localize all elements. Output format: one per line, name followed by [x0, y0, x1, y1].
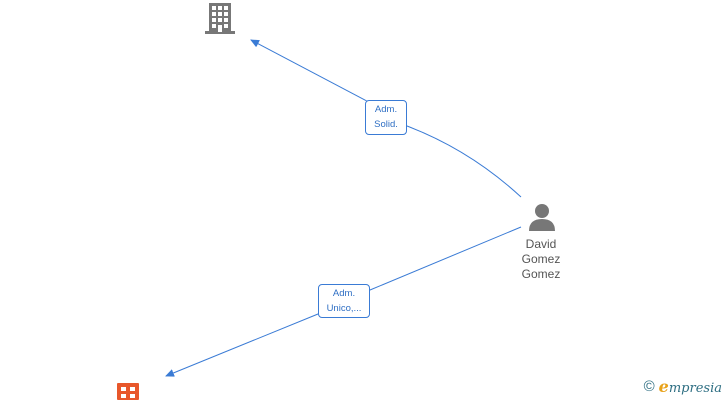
person-name-line: David	[525, 237, 557, 251]
edge-label-adm-unico[interactable]: Adm. Unico,...	[318, 284, 370, 318]
edge-label-line: Unico,...	[326, 303, 362, 314]
person-name-line: Gomez	[521, 267, 561, 281]
edge-label-line: Solid.	[374, 119, 398, 130]
edge-person-to-company-top	[250, 39, 522, 198]
person-name-line: Gomez	[521, 252, 561, 266]
watermark-brand-initial: e	[658, 377, 669, 396]
building-icon-highlighted[interactable]	[117, 383, 139, 400]
empresia-watermark: © empresia	[644, 377, 722, 396]
person-icon[interactable]	[529, 204, 555, 231]
watermark-brand-rest: mpresia	[668, 381, 722, 396]
building-icon[interactable]	[205, 3, 235, 34]
copyright-icon: ©	[643, 378, 655, 395]
edge-label-adm-solid[interactable]: Adm. Solid.	[365, 100, 407, 135]
edge-label-line: Adm.	[374, 104, 398, 115]
person-name[interactable]: David Gomez Gomez	[501, 237, 581, 282]
watermark-brand: empresia	[659, 377, 722, 396]
edge-label-line: Adm.	[332, 288, 356, 299]
